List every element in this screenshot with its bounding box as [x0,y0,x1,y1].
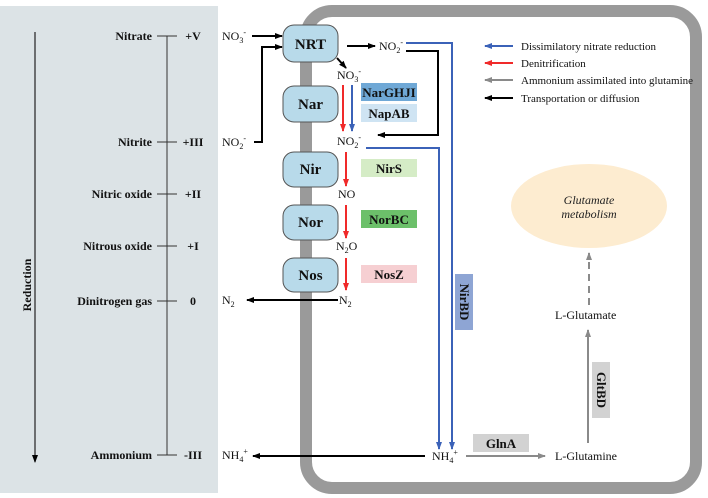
legend-item-assimilation: Ammonium assimilated into glutamine [484,75,693,87]
cell-membrane [300,5,702,494]
oxidation-state: +I [187,239,199,253]
legend-item-transport: Transportation or diffusion [484,93,640,105]
svg-text:Nos: Nos [298,268,322,284]
glutamate-metabolism-node: Glutamate metabolism [511,164,667,248]
l-glutamine-label: L-Glutamine [555,449,617,463]
outside-n2: N2 [222,293,235,309]
svg-text:NRT: NRT [295,37,326,53]
oxidation-state: +V [185,29,201,43]
inside-no3: NO3- [337,67,361,84]
arrow-blue-no2-top-nh4 [406,42,455,450]
enzyme-gltbd: GltBD [592,362,610,418]
svg-text:NapAB: NapAB [368,106,410,121]
legend-item-dissimilatory: Dissimilatory nitrate reduction [484,41,657,53]
compound-name: Nitric oxide [92,187,153,201]
svg-text:Denitrification: Denitrification [521,58,586,70]
protein-nos: Nos [282,257,339,293]
inside-n2: N2 [339,293,352,309]
inside-n2o: N2O [336,239,358,255]
compound-name: Dinitrogen gas [77,294,152,308]
legend-item-denitrification: Denitrification [484,58,586,70]
legend: Dissimilatory nitrate reduction Denitrif… [484,41,693,105]
oxidation-row-nitrite: Nitrite +III [118,135,204,149]
compound-name: Nitrate [115,29,152,43]
inside-no2-top: NO2- [379,38,403,55]
arrow-nitrite-in [254,44,283,143]
oxidation-row-nitric-oxide: Nitric oxide +II [92,187,202,201]
svg-text:Transportation or diffusion: Transportation or diffusion [521,93,640,105]
enzyme-napab: NapAB [361,104,417,122]
svg-text:Nir: Nir [300,162,322,178]
compound-name: Ammonium [91,448,152,462]
svg-text:Nar: Nar [298,97,323,113]
outside-ammonium: NH4+ [222,447,248,464]
svg-text:Dissimilatory nitrate reductio: Dissimilatory nitrate reduction [521,41,657,53]
compound-name: Nitrite [118,135,153,149]
enzyme-norbc: NorBC [361,210,417,228]
oxidation-state: +II [185,187,202,201]
svg-text:NirBD: NirBD [457,284,472,321]
enzyme-nirbd: NirBD [455,274,473,330]
oxidation-row-ammonium: Ammonium -III [91,448,203,462]
enzyme-glna: GlnA [473,434,529,452]
protein-nir: Nir [282,151,339,188]
compound-name: Nitrous oxide [83,239,152,253]
l-glutamate-label: L-Glutamate [555,308,616,322]
arrow-nrt-to-no3 [336,57,347,69]
oxidation-row-nitrous-oxide: Nitrous oxide +I [83,239,199,253]
left-panel-background [0,6,218,493]
oxidation-row-nitrate: Nitrate +V [115,29,201,43]
svg-text:Nor: Nor [298,215,323,231]
outside-nitrite: NO2- [222,134,246,151]
oxidation-row-dinitrogen: Dinitrogen gas 0 [77,294,196,308]
oxidation-state: +III [183,135,204,149]
svg-text:NarGHJI: NarGHJI [362,85,415,100]
enzyme-narghji: NarGHJI [361,83,417,101]
outside-nitrate: NO3- [222,28,246,45]
svg-text:metabolism: metabolism [561,207,617,221]
protein-nar: Nar [282,85,339,123]
enzyme-nirs: NirS [361,159,417,177]
svg-text:GlnA: GlnA [486,436,517,451]
inside-no: NO [338,187,356,201]
arrow-blue-no2-nh4 [366,147,442,450]
inside-nh4: NH4+ [432,448,458,465]
svg-text:Glutamate: Glutamate [564,193,615,207]
oxidation-state: -III [184,448,202,462]
svg-text:GltBD: GltBD [594,372,609,408]
reduction-label: Reduction [20,258,34,311]
protein-nrt: NRT [282,24,339,63]
protein-nor: Nor [282,204,339,241]
svg-text:NorBC: NorBC [369,212,409,227]
inside-no2: NO2- [337,133,361,150]
arrow-no2-recycle [377,50,439,138]
svg-text:NirS: NirS [376,161,402,176]
enzyme-nosz: NosZ [361,265,417,283]
svg-text:NosZ: NosZ [374,267,404,282]
oxidation-state: 0 [190,294,196,308]
svg-text:Ammonium assimilated into glut: Ammonium assimilated into glutamine [521,75,693,87]
